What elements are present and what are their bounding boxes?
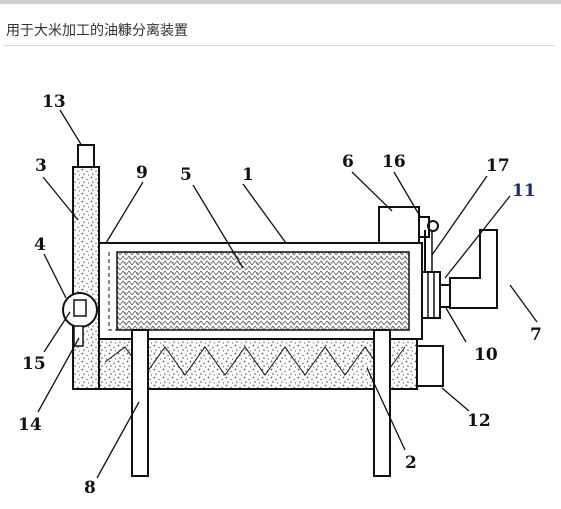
label-6: 6 [342,152,354,172]
motor-7 [449,229,498,309]
label-9: 9 [136,163,148,183]
leg-right [373,329,391,477]
label-7: 7 [530,325,542,345]
screw-flight [104,346,406,376]
label-5: 5 [180,165,192,185]
pulley-11 [421,271,441,319]
title-divider [4,45,554,46]
label-13: 13 [42,92,66,112]
label-12: 12 [467,411,491,431]
outlet-14 [73,325,84,347]
label-16: 16 [382,152,406,172]
page-title: 用于大米加工的油糠分离装置 [6,23,188,39]
label-2: 2 [405,453,417,473]
label-17: 17 [486,156,510,176]
label-14: 14 [18,415,42,435]
feed-tube-3 [72,166,100,390]
motor-12 [416,345,444,387]
inner-boundary-9 [108,252,409,331]
label-3: 3 [35,156,47,176]
conveyor-trough-2 [98,338,418,390]
motor-6 [378,206,420,244]
top-edge-bar [0,0,561,4]
label-15: 15 [22,354,46,374]
inlet-13 [77,144,95,168]
label-11: 11 [512,181,536,201]
label-10: 10 [474,345,498,365]
shaft-10 [439,284,451,308]
label-4: 4 [34,235,46,255]
pulley-16-hub [427,220,439,232]
label-8: 8 [84,478,96,498]
screen-drum-5 [116,251,410,331]
valve-15 [73,299,87,317]
leg-left-8 [131,329,149,477]
label-1: 1 [242,165,254,185]
leader-lines [37,109,538,479]
